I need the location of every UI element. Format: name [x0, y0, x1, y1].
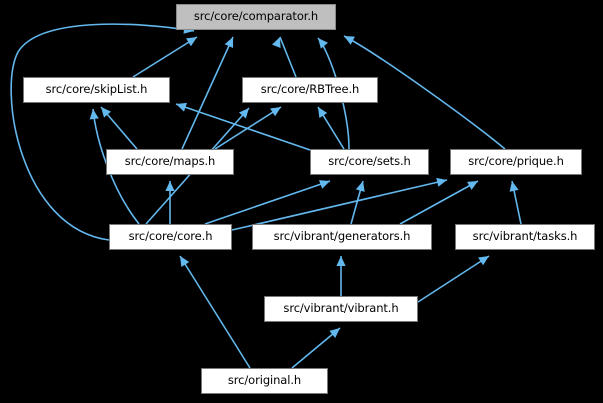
- graph-edge-arrowhead: [318, 107, 328, 118]
- graph-edge-arrowhead: [101, 107, 111, 118]
- graph-edge-arrowhead: [180, 256, 190, 267]
- graph-edge: [417, 255, 490, 303]
- graph-node-tasks[interactable]: src/vibrant/tasks.h: [455, 224, 595, 250]
- graph-node-label: src/core/prique.h: [468, 154, 564, 169]
- graph-edge-arrowhead: [509, 181, 519, 192]
- graph-node-label: src/vibrant/tasks.h: [472, 229, 578, 244]
- graph-node-label: src/vibrant/generators.h: [273, 229, 411, 244]
- graph-edge-arrowhead: [319, 180, 330, 189]
- graph-edge: [399, 180, 479, 225]
- graph-node-skiplist[interactable]: src/core/skipList.h: [23, 77, 170, 103]
- graph-node-prique[interactable]: src/core/prique.h: [450, 149, 582, 175]
- graph-edge-arrowhead: [272, 37, 281, 49]
- graph-node-original[interactable]: src/original.h: [201, 368, 328, 394]
- graph-node-vibrant[interactable]: src/vibrant/vibrant.h: [264, 296, 418, 322]
- graph-node-sets[interactable]: src/core/sets.h: [310, 149, 429, 175]
- graph-edge-arrowhead: [238, 108, 249, 119]
- graph-edge: [231, 179, 448, 231]
- graph-edge-arrowhead: [165, 181, 175, 191]
- graph-edge-arrowhead: [355, 181, 365, 192]
- graph-edge-arrowhead: [329, 328, 340, 338]
- graph-edge: [10, 23, 195, 241]
- graph-edge-arrowhead: [224, 37, 234, 48]
- graph-edge: [132, 36, 198, 78]
- graph-node-label: src/core/sets.h: [328, 154, 411, 169]
- graph-edge: [343, 35, 506, 150]
- graph-edge-arrowhead: [336, 256, 346, 266]
- graph-edge-arrowhead: [186, 37, 197, 47]
- graph-node-label: src/core/core.h: [128, 229, 213, 244]
- graph-edge: [181, 36, 234, 150]
- graph-edge: [175, 103, 314, 152]
- graph-node-rbtree[interactable]: src/core/RBTree.h: [242, 77, 378, 103]
- graph-node-label: src/core/skipList.h: [45, 82, 148, 97]
- graph-edge-arrowhead: [344, 36, 355, 45]
- graph-edge: [204, 180, 331, 225]
- graph-edge: [279, 36, 297, 78]
- graph-node-label: src/core/comparator.h: [193, 9, 319, 24]
- graph-edge-arrowhead: [436, 177, 447, 187]
- graph-edge-arrowhead: [318, 38, 328, 49]
- graph-node-comparator[interactable]: src/core/comparator.h: [176, 4, 336, 30]
- graph-edge: [291, 327, 341, 369]
- graph-edge-arrowhead: [89, 109, 99, 120]
- graph-edge: [179, 255, 251, 369]
- graph-node-generators[interactable]: src/vibrant/generators.h: [252, 224, 432, 250]
- graph-edge-arrowhead: [478, 256, 489, 266]
- graph-node-label: src/core/maps.h: [124, 154, 216, 169]
- graph-node-label: src/original.h: [227, 373, 302, 388]
- graph-node-label: src/vibrant/vibrant.h: [283, 301, 399, 316]
- graph-edge-arrowhead: [270, 107, 281, 117]
- graph-node-core[interactable]: src/core/core.h: [109, 224, 232, 250]
- graph-node-maps[interactable]: src/core/maps.h: [106, 149, 234, 175]
- graph-edge-arrowhead: [467, 181, 478, 190]
- graph-edge-arrowhead: [176, 102, 188, 112]
- graph-node-label: src/core/RBTree.h: [260, 82, 360, 97]
